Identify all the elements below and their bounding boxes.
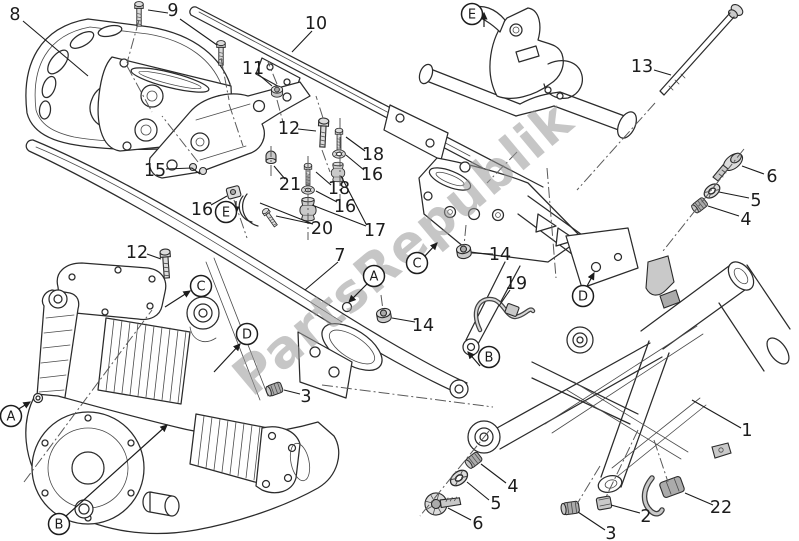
callout-20: 20 — [311, 219, 333, 239]
callout-4: 4 — [507, 477, 518, 497]
svg-text:A: A — [370, 270, 379, 285]
callout-3: 3 — [300, 387, 311, 407]
callout-21: 21 — [279, 175, 301, 195]
subframe-rear-plate — [418, 157, 639, 356]
callout-13: 13 — [631, 57, 653, 77]
clutch-lever-assembly — [418, 5, 637, 139]
callout-11: 11 — [242, 59, 264, 79]
callout-5: 5 — [490, 494, 501, 514]
svg-text:C: C — [412, 257, 421, 272]
view-marker-C: C — [189, 274, 213, 298]
rear-frame-part1 — [467, 255, 791, 493]
callout-22: 22 — [710, 498, 732, 518]
callout-12: 12 — [126, 243, 148, 263]
marker-arrows — [16, 11, 595, 517]
fastener-parts — [134, 1, 744, 522]
svg-text:D: D — [578, 290, 588, 305]
view-marker-E: E — [460, 2, 484, 26]
callout-18: 18 — [362, 145, 384, 165]
leader-lines — [22, 9, 765, 531]
view-marker-E: E — [214, 200, 238, 224]
callout-19: 19 — [505, 274, 527, 294]
callout-18: 18 — [328, 179, 350, 199]
callout-1: 1 — [741, 421, 752, 441]
svg-text:B: B — [55, 518, 64, 533]
view-marker-B: B — [477, 345, 501, 369]
callout-15: 15 — [144, 161, 166, 181]
centerlines — [23, 19, 745, 517]
engine-assembly — [25, 257, 340, 535]
svg-text:E: E — [468, 8, 476, 23]
callout-3: 3 — [605, 524, 616, 541]
view-marker-B: B — [47, 512, 71, 536]
callout-14: 14 — [412, 316, 434, 336]
callout-16: 16 — [191, 200, 213, 220]
callout-7: 7 — [334, 246, 345, 266]
view-marker-C: C — [405, 251, 429, 275]
callout-16: 16 — [361, 165, 383, 185]
svg-text:E: E — [222, 206, 230, 221]
callout-10: 10 — [305, 14, 327, 34]
callout-17: 17 — [364, 221, 386, 241]
mount-bracket-part15 — [148, 81, 311, 179]
callout-5: 5 — [750, 191, 761, 211]
view-marker-A: A — [362, 264, 386, 288]
view-markers: A A B B C C D D E E — [0, 2, 595, 536]
callout-16: 16 — [334, 197, 356, 217]
subframe-rail-part7 — [25, 139, 469, 399]
svg-text:A: A — [7, 410, 16, 425]
callout-2: 2 — [640, 507, 651, 527]
svg-text:C: C — [196, 280, 205, 295]
callout-4: 4 — [740, 210, 751, 230]
callout-6: 6 — [472, 514, 483, 534]
svg-text:B: B — [485, 351, 494, 366]
svg-text:D: D — [242, 328, 252, 343]
callout-9: 9 — [167, 1, 178, 21]
view-marker-D: D — [235, 322, 259, 346]
callout-6: 6 — [766, 167, 777, 187]
view-marker-D: D — [571, 284, 595, 308]
cable-guide-part19 — [473, 296, 536, 333]
callout-8: 8 — [9, 5, 20, 25]
callout-14: 14 — [489, 245, 511, 265]
callout-12: 12 — [278, 119, 300, 139]
view-marker-A: A — [0, 404, 23, 428]
